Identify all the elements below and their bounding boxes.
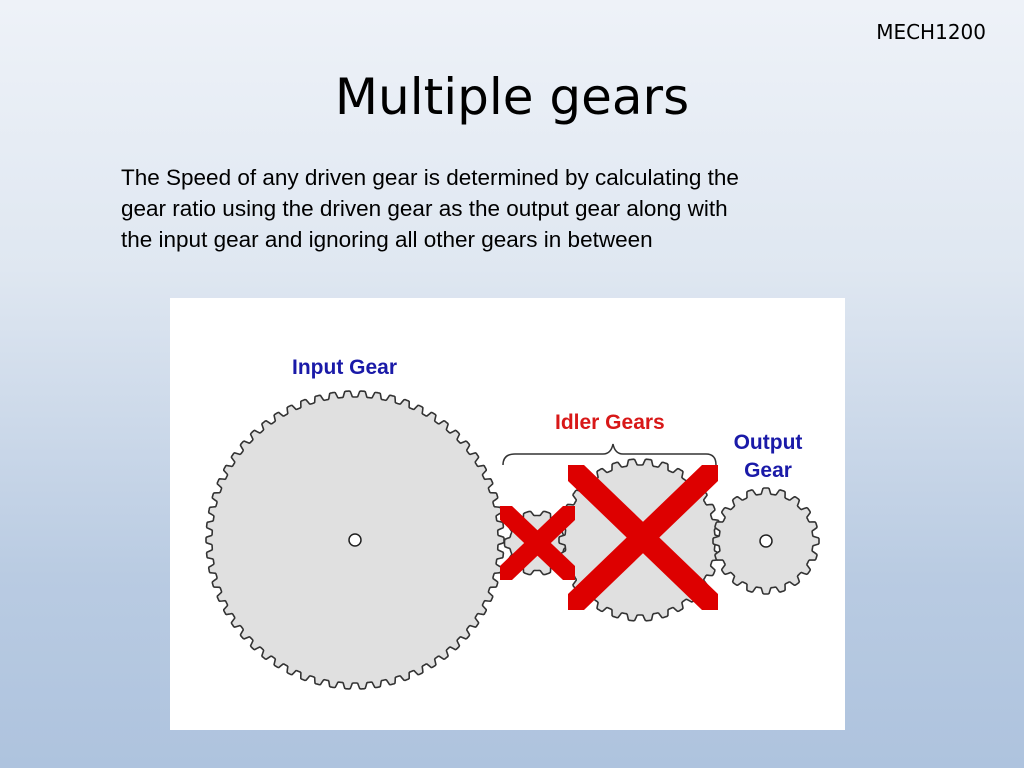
course-code: MECH1200 [876, 20, 986, 44]
idler-brace [502, 443, 717, 466]
output-gear-axle-hole [759, 534, 773, 548]
slide-title: Multiple gears [334, 68, 690, 126]
gear-train-figure: Input Gear Idler Gears Output Gear [170, 298, 845, 730]
slide-body-text: The Speed of any driven gear is determin… [121, 165, 739, 252]
idler-gears-label: Idler Gears [555, 411, 665, 434]
small-idler-cross-icon [500, 506, 575, 580]
output-gear-label-line1: Output [734, 431, 803, 454]
output-gear-label-line2: Gear [744, 459, 792, 482]
large-idler-cross-icon [568, 465, 718, 610]
input-gear-axle-hole [348, 533, 362, 547]
input-gear-label: Input Gear [292, 356, 397, 379]
